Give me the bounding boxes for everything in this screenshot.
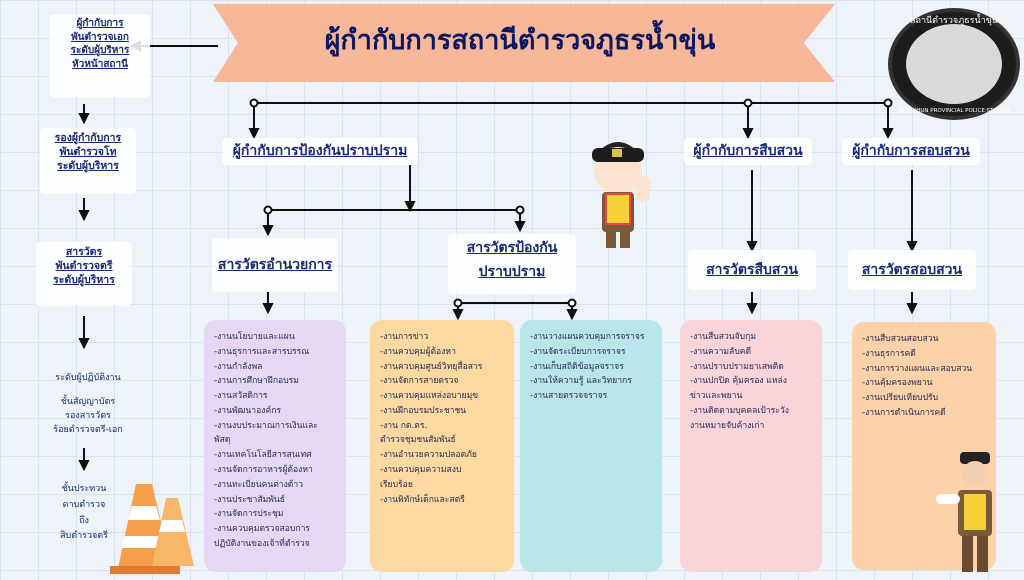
task-item: งานหมายจับค้างเก่า xyxy=(690,420,765,431)
rank-line: ถึง xyxy=(79,515,89,526)
task-item: -งานวางแผนควบคุมการจราจร xyxy=(530,332,645,342)
task-item: -งานเทคโนโลยีสารสนเทศ xyxy=(214,450,312,461)
rank-line: ร้อยตำรวจตรี-เอก xyxy=(53,424,123,435)
title-ribbon xyxy=(213,4,835,82)
task-item: -งานให้ความรู้ และวิทยากร xyxy=(530,376,632,387)
rank-line: รองผู้กำกับการ xyxy=(54,132,122,144)
task-item: -งานกำลังพล xyxy=(214,361,263,372)
task-item: -งานสืบสวนสอบสวน xyxy=(862,334,939,344)
task-item: ปฏิบัติงานของเจ้าที่ตำรวจ xyxy=(214,538,310,549)
task-item: -งานธุรการและสารบรรณ xyxy=(214,346,310,357)
traffic-tasks-box: -งานวางแผนควบคุมการจราจร -งานจัดระเบียบกา… xyxy=(520,320,662,572)
task-item: -งานควบคุมแหล่งอบายมุข xyxy=(380,391,479,402)
task-item: -งานควบคุมความสงบ xyxy=(380,465,462,476)
task-item: เรียบร้อย xyxy=(380,479,413,490)
task-item: -งานเก็บสถิติข้อมูลจราจร xyxy=(530,361,624,372)
rank-line: พันตำรวจเอก xyxy=(71,31,129,43)
prevention-chief-label: ผู้กำกับการป้องกันปราบปราม xyxy=(222,138,418,165)
task-item: -งานความลับคดี xyxy=(690,346,752,357)
task-item: พัสดุ xyxy=(214,435,231,446)
seal-bottom-text: NAM KHUN PROVINCIAL POLICE STATION xyxy=(898,108,1010,114)
task-item: -งานจัดระเบียบการจราจร xyxy=(530,346,626,357)
rank-line: ชั้นสัญญาบัตร xyxy=(60,396,116,407)
rank-line: ชั้นประทวน xyxy=(61,484,107,494)
task-item: -งานจัดการสายตรวจ xyxy=(380,376,459,387)
task-item: -งานควบคุมศูนย์วิทยุสื่อสาร xyxy=(380,361,483,372)
task-item: -งานพิทักษ์เด็กและสตรี xyxy=(380,494,465,505)
rank-line: พันตำรวจตรี xyxy=(55,260,113,273)
task-item: -งานงบประมาณการเงินและ xyxy=(214,420,318,431)
rank-line: ระดับผู้บริหาร xyxy=(70,45,130,56)
task-item: -งานพัฒนาองค์กร xyxy=(214,405,282,416)
admin-tasks-box: -งานนโยบายและแผน -งานธุรการและสารบรรณ -งาน… xyxy=(204,320,346,572)
task-item: -งานการวางแผนและสอบสวน xyxy=(862,363,973,374)
task-item: -งานจัดการอาหารผู้ต้องหา xyxy=(214,465,313,476)
rank-line: ระดับผู้ปฏิบัติงาน xyxy=(55,373,121,383)
inquiry-inspector-label: สารวัตรสอบสวน xyxy=(848,250,976,290)
admin-inspector-label: สารวัตรอำนวยการ xyxy=(212,238,338,292)
task-item: -งานประชาสัมพันธ์ xyxy=(214,494,286,505)
rank-line: ดาบตำรวจ xyxy=(62,499,106,510)
police-mascot-icon xyxy=(584,132,664,252)
inspector-line: สารวัตรป้องกัน xyxy=(466,240,558,256)
task-item: -งานติดตามบุคคลเป้าระวัง xyxy=(690,405,789,416)
task-item: ข่าวและพยาน xyxy=(690,391,743,402)
superintendent-box: ผู้กำกับการ พันตำรวจเอก ระดับผู้บริหาร ห… xyxy=(50,14,150,98)
seal-top-text: สถานีตำรวจภูธรน้ำขุ่น xyxy=(910,16,998,26)
task-item: -งานนโยบายและแผน xyxy=(214,332,295,342)
rank-line: หัวหน้าสถานี xyxy=(72,58,128,70)
task-item: -งานอำนวยความปลอดภัย xyxy=(380,450,477,461)
task-item: ตำรวจชุมชนสัมพันธ์ xyxy=(380,435,456,446)
operational-level-text: ระดับผู้ปฏิบัติงาน ชั้นสัญญาบัตร รองสารว… xyxy=(40,372,136,438)
investigation-tasks-box: -งานสืบสวนจับกุม -งานความลับคดี -งานปราบปร… xyxy=(680,320,822,572)
prevention-tasks-box: -งานการข่าว -งานควบคุมผู้ต้องหา -งานควบคุม… xyxy=(370,320,514,572)
inspector-box: สารวัตร พันตำรวจตรี ระดับผู้บริหาร xyxy=(36,242,132,306)
inspector-line: ปราบปราม xyxy=(478,263,546,280)
inquiry-chief-label: ผู้กำกับการสอบสวน xyxy=(842,138,980,165)
task-item: -งานทะเบียนคนต่างด้าว xyxy=(214,479,304,490)
rank-line: ผู้กำกับการ xyxy=(76,18,124,29)
spacer xyxy=(40,386,136,396)
rank-line: สิบตำรวจตรี xyxy=(60,531,108,542)
rank-line: ระดับผู้บริหาร xyxy=(53,274,115,287)
task-item: -งานการศึกษาฝึกอบรม xyxy=(214,376,299,387)
task-item: -งานการดำเนินการคดี xyxy=(862,407,946,418)
traffic-cones-icon xyxy=(108,476,200,576)
seal-emblem-icon xyxy=(906,24,1002,104)
task-item: -งานธุรการคดี xyxy=(862,348,916,359)
task-item: -งานเปรียบเทียบปรับ xyxy=(862,393,939,404)
task-item: -งานจัดการประชุม xyxy=(214,509,284,520)
investigation-chief-label: ผู้กำกับการสืบสวน xyxy=(684,138,812,165)
task-item: -งานควบคุมตรวจสอบการ xyxy=(214,524,311,535)
traffic-police-icon xyxy=(930,446,1016,574)
task-item: -งาน กต.ตร. xyxy=(380,420,428,431)
task-item: -งานควบคุมผู้ต้องหา xyxy=(380,346,456,357)
task-item: -งานสืบสวนจับกุม xyxy=(690,332,757,342)
task-item: -งานสายตรวจจราจร xyxy=(530,391,608,402)
rank-line: สารวัตร xyxy=(65,246,103,258)
task-item: -งานปกปิด คุ้มครอง แหล่ง xyxy=(690,376,787,387)
non-commissioned-text: ชั้นประทวน ดาบตำรวจ ถึง สิบตำรวจตรี xyxy=(36,482,132,545)
rank-line: ระดับผู้บริหาร xyxy=(57,160,119,173)
police-station-seal: สถานีตำรวจภูธรน้ำขุ่น NAM KHUN PROVINCIA… xyxy=(888,8,1020,120)
deputy-superintendent-box: รองผู้กำกับการ พันตำรวจโท ระดับผู้บริหาร xyxy=(40,128,136,194)
investigation-inspector-label: สารวัตรสืบสวน xyxy=(688,250,816,290)
task-item: -งานคุ้มครองพยาน xyxy=(862,378,933,389)
task-item: -งานปราบปรามยาเสพติด xyxy=(690,361,784,372)
prevention-inspector-label: สารวัตรป้องกัน ปราบปราม xyxy=(448,234,576,294)
rank-line: รองสารวัตร xyxy=(65,410,111,421)
task-item: -งานการข่าว xyxy=(380,332,429,342)
rank-line: พันตำรวจโท xyxy=(59,146,117,159)
task-item: -งานฝึกอบรมประชาชน xyxy=(380,405,467,416)
task-item: -งานสวัสดิการ xyxy=(214,391,268,402)
page-title: ผู้กำกับการสถานีตำรวจภูธรน้ำขุ่น xyxy=(324,25,716,56)
